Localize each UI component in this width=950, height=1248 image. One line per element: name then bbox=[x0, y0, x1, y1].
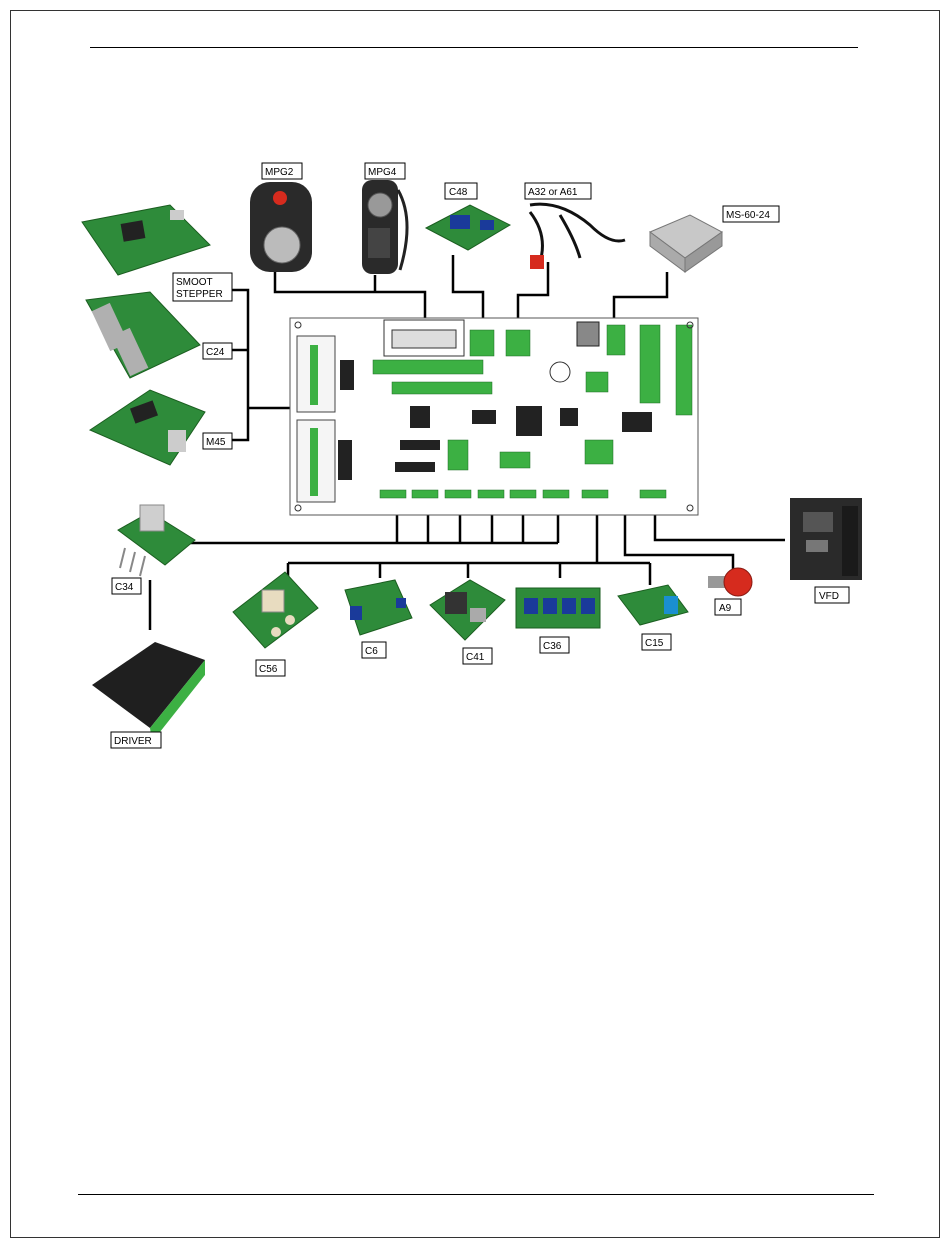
label-c41: C41 bbox=[463, 648, 492, 664]
label-m45: M45 bbox=[203, 433, 232, 449]
svg-text:C41: C41 bbox=[466, 652, 485, 663]
svg-text:C48: C48 bbox=[449, 187, 468, 198]
c36-board bbox=[516, 588, 600, 628]
wire-left-bracket bbox=[232, 290, 248, 440]
svg-text:A9: A9 bbox=[719, 603, 732, 614]
stepper-driver bbox=[92, 642, 205, 742]
label-c6: C6 bbox=[362, 642, 386, 658]
wire-c48 bbox=[453, 255, 483, 318]
label-c56: C56 bbox=[256, 660, 285, 676]
label-c34: C34 bbox=[112, 578, 141, 594]
label-mpg4: MPG4 bbox=[365, 163, 405, 179]
label-smooth-stepper-line1: SMOOT bbox=[176, 277, 213, 288]
label-vfd: VFD bbox=[815, 587, 849, 603]
mpg4-pendant bbox=[362, 180, 407, 274]
vfd-unit bbox=[790, 498, 862, 580]
svg-text:A32 or A61: A32 or A61 bbox=[528, 187, 578, 198]
label-ms60: MS-60-24 bbox=[723, 206, 779, 222]
a9-estop bbox=[708, 568, 752, 596]
c34-board bbox=[118, 505, 195, 576]
m45-board bbox=[90, 390, 205, 465]
svg-text:VFD: VFD bbox=[819, 591, 839, 602]
c24-board bbox=[86, 292, 200, 378]
svg-text:M45: M45 bbox=[206, 437, 226, 448]
svg-text:DRIVER: DRIVER bbox=[114, 736, 152, 747]
svg-text:C34: C34 bbox=[115, 582, 134, 593]
svg-text:C56: C56 bbox=[259, 664, 278, 675]
label-c36: C36 bbox=[540, 637, 569, 653]
svg-text:C15: C15 bbox=[645, 638, 664, 649]
label-smooth-stepper-line2: STEPPER bbox=[176, 289, 223, 300]
c6-board bbox=[345, 580, 412, 635]
wire-ms60 bbox=[614, 272, 667, 318]
svg-text:C36: C36 bbox=[543, 641, 562, 652]
label-driver: DRIVER bbox=[111, 732, 161, 748]
label-mpg2: MPG2 bbox=[262, 163, 302, 179]
label-a32: A32 or A61 bbox=[525, 183, 591, 199]
svg-text:C24: C24 bbox=[206, 347, 225, 358]
svg-text:MPG2: MPG2 bbox=[265, 167, 294, 178]
c41-board bbox=[430, 580, 505, 640]
svg-text:MS-60-24: MS-60-24 bbox=[726, 210, 770, 221]
svg-text:C6: C6 bbox=[365, 646, 378, 657]
svg-text:MPG4: MPG4 bbox=[368, 167, 397, 178]
wire-bus-drops bbox=[397, 515, 558, 543]
label-c24: C24 bbox=[203, 343, 232, 359]
a32-cable bbox=[530, 204, 625, 269]
c48-board bbox=[426, 205, 510, 250]
wire-accessory-bus bbox=[288, 515, 650, 563]
label-c48: C48 bbox=[445, 183, 477, 199]
c15-board bbox=[618, 585, 688, 625]
wire-vfd bbox=[655, 515, 785, 540]
mpg2-pendant bbox=[250, 182, 312, 272]
ms60-power-supply bbox=[650, 215, 722, 272]
label-smooth-stepper: SMOOT STEPPER bbox=[173, 273, 232, 301]
wire-a32 bbox=[518, 262, 548, 318]
c56-board bbox=[233, 572, 318, 648]
label-c15: C15 bbox=[642, 634, 671, 650]
label-a9: A9 bbox=[715, 599, 741, 615]
main-board bbox=[290, 318, 698, 515]
wire-mpg2 bbox=[275, 270, 425, 318]
smooth-stepper-board bbox=[82, 205, 210, 275]
